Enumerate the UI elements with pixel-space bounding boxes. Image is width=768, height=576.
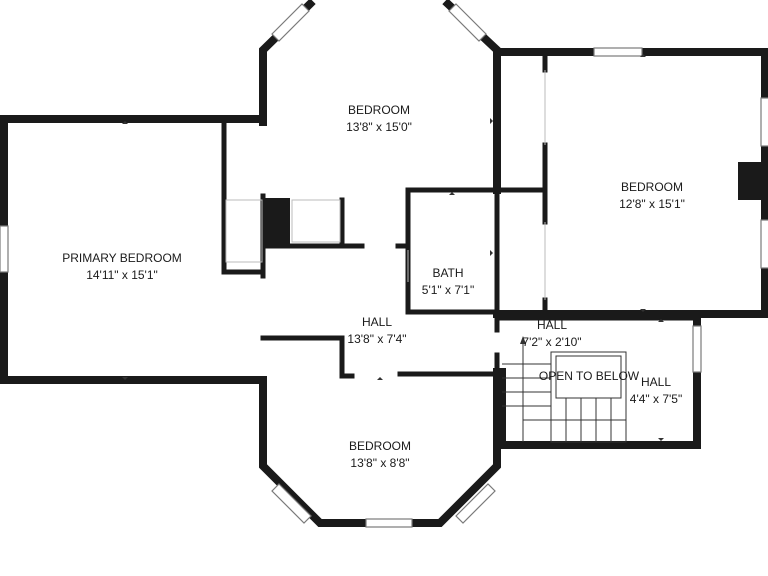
- window-bottom-left: [271, 483, 312, 524]
- room-dim-bedroom-right: 12'8" x 15'1": [619, 197, 685, 211]
- tick-mark: [640, 54, 646, 57]
- room-name-bedroom-bottom: BEDROOM: [349, 439, 411, 453]
- window-right-side-a: [760, 97, 768, 147]
- room-name-primary-bedroom: PRIMARY BEDROOM: [62, 251, 182, 265]
- window-right-side-b: [760, 219, 768, 269]
- room-dim-bedroom-top: 13'8" x 15'0": [346, 120, 412, 134]
- open-to-below-frame: [550, 351, 627, 443]
- closet-shelf-primary: [225, 199, 263, 263]
- tick-mark: [122, 121, 128, 124]
- tick-mark: [377, 377, 383, 380]
- window-primary: [0, 225, 9, 273]
- window-bottom-right: [455, 483, 496, 524]
- window-bottom: [365, 518, 413, 528]
- wall-bath: [405, 187, 543, 315]
- room-dim-hall-right: 4'4" x 7'5": [630, 392, 682, 406]
- chimney-right: [738, 162, 764, 200]
- interior-walls: [221, 55, 700, 379]
- wall-hall-small: [494, 315, 700, 375]
- window-top-left: [271, 3, 310, 42]
- tick-mark: [658, 438, 664, 441]
- window-hall-right: [692, 325, 702, 373]
- tick-mark: [490, 118, 493, 124]
- chimney-left: [262, 198, 290, 246]
- wall-hall-partition: [342, 187, 500, 315]
- fixtures: [225, 70, 764, 300]
- window-top-right: [448, 3, 487, 42]
- wall-bedroom-top: [259, 0, 501, 194]
- room-dim-bath: 5'1" x 7'1": [422, 283, 474, 297]
- stair: [502, 336, 627, 443]
- room-dim-bedroom-bottom: 13'8" x 8'8": [350, 456, 409, 470]
- room-name-hall-right: HALL: [641, 375, 671, 389]
- room-dim-hall-center: 13'8" x 7'4": [347, 332, 406, 346]
- windows: [0, 3, 768, 528]
- window-right-top: [593, 47, 643, 57]
- wall-hall-right: [498, 314, 701, 449]
- room-name-bath: BATH: [432, 266, 463, 280]
- tick-mark: [658, 319, 664, 322]
- wall-closet-primary: [221, 119, 266, 275]
- room-name-bedroom-right: BEDROOM: [621, 180, 683, 194]
- room-dim-hall-small: 7'2" x 2'10": [522, 335, 581, 349]
- room-name-bedroom-top: BEDROOM: [348, 103, 410, 117]
- tick-mark: [490, 250, 493, 256]
- tick-mark: [449, 192, 455, 195]
- stair-arrow-icon: [520, 336, 526, 344]
- open-to-below-inner: [555, 355, 622, 399]
- room-labels: BEDROOM 13'8" x 15'0" BEDROOM 12'8" x 15…: [62, 103, 685, 470]
- room-name-hall-small: HALL: [537, 318, 567, 332]
- tick-mark: [122, 377, 128, 380]
- room-dim-primary-bedroom: 14'11" x 15'1": [86, 268, 158, 282]
- wall-bottom-bedroom-top: [260, 335, 500, 379]
- tick-marks: [122, 54, 664, 441]
- tick-mark: [640, 309, 646, 312]
- room-name-hall-center: HALL: [362, 315, 392, 329]
- closet-shelf-top: [291, 199, 341, 243]
- room-name-open-below: OPEN TO BELOW: [539, 369, 640, 383]
